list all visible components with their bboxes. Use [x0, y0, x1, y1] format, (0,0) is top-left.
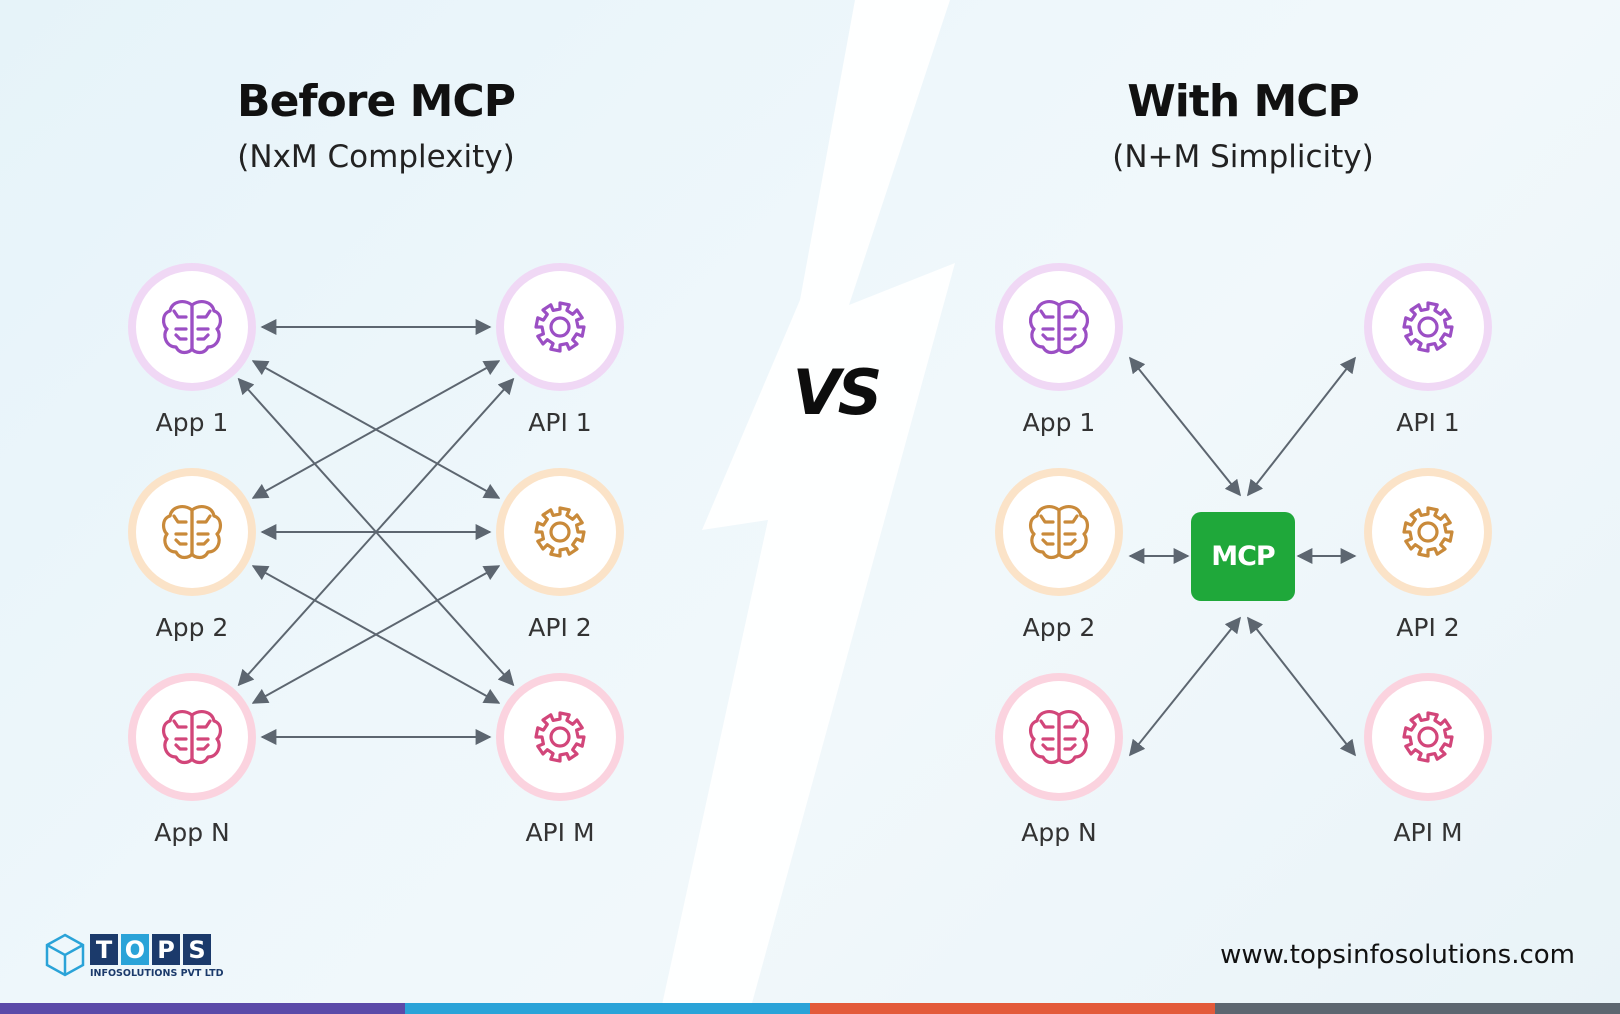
bar-segment-3 — [810, 1003, 1215, 1014]
right-api-1-label: API 1 — [1396, 408, 1460, 437]
before-mcp-title: Before MCP — [237, 76, 516, 127]
vs-label: VS — [792, 356, 883, 429]
brain-icon — [1029, 505, 1089, 560]
right-app-1-label: App 1 — [1022, 408, 1096, 437]
left-app-n-node — [128, 673, 256, 801]
mcp-hub-label: MCP — [1211, 541, 1275, 572]
right-app-n-node — [995, 673, 1123, 801]
hub-link-app-n — [1128, 616, 1242, 757]
brain-icon — [162, 300, 222, 355]
left-app-2-label: App 2 — [155, 613, 229, 642]
brain-icon — [162, 505, 222, 560]
logo-letter-s: S — [183, 934, 211, 965]
hub-link-app-1 — [1128, 356, 1242, 497]
right-app-2-label: App 2 — [1022, 613, 1096, 642]
logo-letter-t: T — [90, 934, 118, 965]
right-app-1-node — [995, 263, 1123, 391]
right-api-m-node — [1364, 673, 1492, 801]
brain-icon — [1029, 710, 1089, 765]
right-api-m-label: API M — [1393, 818, 1463, 847]
right-api-2-label: API 2 — [1396, 613, 1460, 642]
with-mcp-subtitle: (N+M Simplicity) — [1112, 139, 1374, 175]
left-api-m-node — [496, 673, 624, 801]
cube-icon — [45, 933, 85, 977]
gear-icon — [1402, 711, 1454, 763]
left-app-1-node — [128, 263, 256, 391]
brain-icon — [162, 710, 222, 765]
gear-icon — [1402, 301, 1454, 353]
brain-icon — [1029, 300, 1089, 355]
left-api-1-label: API 1 — [528, 408, 592, 437]
gear-icon — [534, 711, 586, 763]
bar-segment-1 — [0, 1003, 405, 1014]
right-api-1-node — [1364, 263, 1492, 391]
bar-segment-2 — [405, 1003, 810, 1014]
right-api-2-node — [1364, 468, 1492, 596]
logo-letter-o: O — [121, 934, 149, 965]
right-app-n-label: App N — [1021, 818, 1097, 847]
tops-logo[interactable]: T O P S INFOSOLUTIONS PVT LTD — [44, 932, 244, 982]
left-api-2-node — [496, 468, 624, 596]
gear-icon — [534, 506, 586, 558]
bottom-color-bar — [0, 1003, 1620, 1014]
left-api-1-node — [496, 263, 624, 391]
left-app-1-label: App 1 — [155, 408, 229, 437]
link-app-n-api-2 — [251, 565, 501, 704]
mcp-hub: MCP — [1191, 512, 1295, 601]
hub-link-api-m — [1247, 616, 1356, 757]
bar-segment-4 — [1215, 1003, 1620, 1014]
left-api-m-label: API M — [525, 818, 595, 847]
left-app-2-node — [128, 468, 256, 596]
right-app-2-node — [995, 468, 1123, 596]
website-link[interactable]: www.topsinfosolutions.com — [1220, 940, 1575, 970]
with-mcp-title: With MCP — [1127, 76, 1360, 127]
hub-link-api-1 — [1247, 356, 1356, 497]
gear-icon — [1402, 506, 1454, 558]
gear-icon — [534, 301, 586, 353]
left-app-n-label: App N — [154, 818, 230, 847]
left-api-2-label: API 2 — [528, 613, 592, 642]
logo-subtext: INFOSOLUTIONS PVT LTD — [90, 968, 224, 979]
logo-letter-p: P — [152, 934, 180, 965]
before-mcp-subtitle: (NxM Complexity) — [237, 139, 515, 175]
